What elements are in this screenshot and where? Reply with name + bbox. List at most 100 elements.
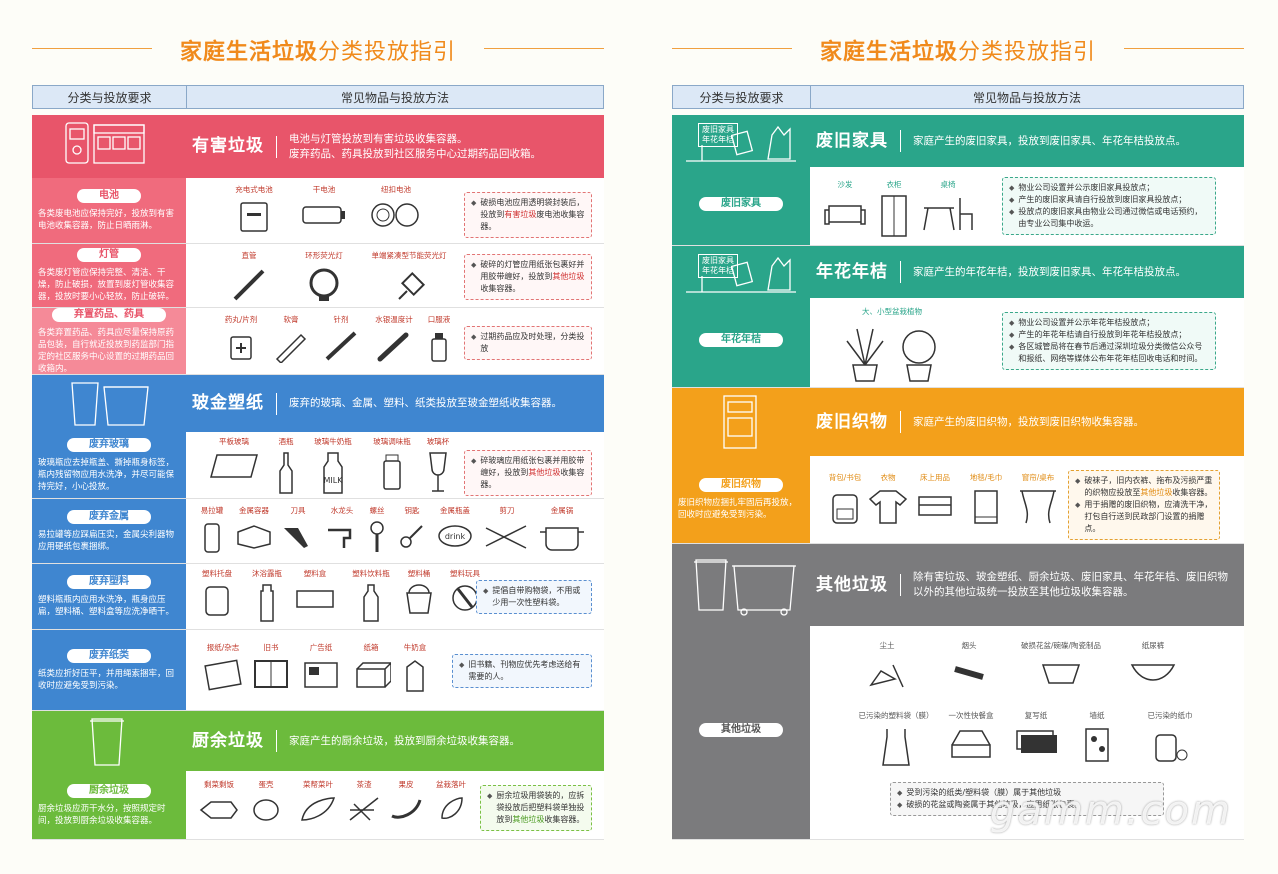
lamp-pill: 灯管	[77, 248, 141, 262]
flower-desc: 家庭产生的年花年桔，投放到废旧家具、年花年桔投放点。	[913, 265, 1186, 278]
item-knife: 刀具	[278, 505, 318, 554]
item-metal-pot: 金属锅	[534, 505, 590, 552]
textile-pill: 废旧织物	[699, 478, 783, 492]
item-cfl-lamp: 单端紧凑型节能荧光灯	[354, 250, 464, 305]
title-bold: 家庭生活垃圾	[179, 40, 318, 65]
medicine-pill: 弃置药品、药具	[52, 307, 166, 322]
item-tea-leaves: 茶渣	[344, 779, 384, 824]
svg-text:drink: drink	[445, 532, 466, 541]
title-line	[32, 48, 152, 49]
row-paper: 废弃纸类纸类应折好压平，并用绳索捆牢，回收时应避免受到污染。 报纸/杂志 旧书 …	[32, 630, 604, 711]
row-flower: 年花年桔 大、小型盆栽植物 物业公司设置并公示年花年桔投放点；产生的年花年桔请自…	[672, 298, 1244, 388]
item-diaper: 纸尿裤	[1128, 640, 1178, 689]
plastic-note: 提倡自带购物袋，不用或少用一次性塑料袋。	[476, 580, 592, 614]
item-wallpaper: 墙纸	[1072, 710, 1122, 765]
recyclable-desc: 废弃的玻璃、金属、塑料、纸类投放至玻金塑纸收集容器。	[289, 397, 562, 409]
other-notes: 受到污染的纸类/塑料袋（膜）属于其他垃圾破损的花盆或陶瓷属于其他垃圾，应用纸张包…	[890, 782, 1164, 816]
row-furniture: 废旧家具 沙发 衣柜 桌椅 物业公司设置并公示废旧家具投放点；产生的废旧家具请自…	[672, 167, 1244, 246]
metal-pill: 废弃金属	[67, 509, 151, 524]
flower-notes: 物业公司设置并公示年花年桔投放点；产生的年花年桔请自行投放到年花年桔投放点；各区…	[1002, 312, 1216, 370]
textile-desc: 家庭产生的废旧织物，投放到废旧织物收集容器。	[913, 415, 1144, 428]
item-broken-ceramics: 破损花盆/碗碟/陶瓷制品	[1006, 640, 1116, 689]
item-milk-carton: 牛奶盒	[390, 642, 440, 693]
title-line	[672, 48, 792, 49]
furniture-pill: 废旧家具	[699, 196, 783, 211]
item-leftovers: 剩菜剩饭	[194, 779, 244, 824]
hazard-title: 有害垃圾	[192, 136, 264, 156]
furniture-title: 废旧家具	[816, 130, 888, 151]
kitchen-pill: 厨余垃圾	[67, 783, 151, 798]
item-button-battery: 纽扣电池	[364, 184, 428, 231]
title-bold: 家庭生活垃圾	[819, 40, 958, 65]
item-cigarette-butt: 烟头	[944, 640, 994, 685]
textile-desc-row: 废旧织物应捆扎牢固后再投放，回收时应避免受到污染。	[678, 498, 798, 520]
section-flower: 废旧家具年花年桔 年花年桔 家庭产生的年花年桔，投放到废旧家具、年花年桔投放点。	[672, 246, 1244, 298]
item-eggshell: 蛋壳	[246, 779, 286, 824]
item-seasoning-bottle: 玻璃调味瓶	[362, 436, 422, 491]
section-other: 其他垃圾除有害垃圾、玻金塑纸、厨余垃圾、废旧家具、年花年桔、废旧织物以外的其他垃…	[672, 544, 1244, 626]
row-medicine: 弃置药品、药具各类弃置药品、药具应尽量保持原药品包装，自行就近投放到药监部门指定…	[32, 307, 604, 375]
item-clothes: 衣物	[868, 472, 908, 527]
row-metal: 废弃金属易拉罐等应踩扁压实，金属尖利器物应用硬纸包裹捆绑。 易拉罐 金属容器 刀…	[32, 499, 604, 564]
table-header: 分类与投放要求 常见物品与投放方法	[672, 85, 1244, 109]
plastic-desc: 塑料瓶瓶内应用水洗净，瓶身应压扁，塑料桶、塑料盒等应洗净晒干。	[38, 595, 175, 617]
recyclable-title: 玻金塑纸	[192, 393, 264, 413]
item-potted-leaves: 盆栽落叶	[426, 779, 476, 824]
item-backpack: 背包/书包	[820, 472, 870, 527]
textile-bin-icon	[672, 388, 810, 456]
textile-title: 废旧织物	[816, 411, 888, 432]
row-other: 其他垃圾 尘土 烟头 破损花盆/碗碟/陶瓷制品 纸尿裤 已污染的塑料袋（膜） 一…	[672, 626, 1244, 840]
item-oral-liquid: 口服液	[414, 314, 464, 363]
item-straight-tube: 直管	[214, 250, 284, 305]
item-ointment: 软膏	[266, 314, 316, 363]
metal-desc: 易拉罐等应踩扁压实，金属尖利器物应用硬纸包裹捆绑。	[38, 529, 175, 552]
paper-note: 旧书籍、刊物应优先考虑送给有需要的人。	[452, 654, 592, 688]
row-glass: 废弃玻璃玻璃瓶应去掉瓶盖、撕掉瓶身标签，瓶内残留物应用水洗净，并尽可能保持完好，…	[32, 432, 604, 499]
glass-note: 碎玻璃应用纸张包裹并用胶带缠好，投放到其他垃圾收集容器。	[464, 450, 592, 496]
item-flat-glass: 平板玻璃	[204, 436, 264, 481]
paper-desc: 纸类应折好压平，并用绳索捆牢，回收时应避免受到污染。	[38, 668, 175, 691]
battery-pill: 电池	[77, 189, 141, 203]
recyclable-bin-icon	[32, 375, 186, 432]
item-plastic-drink-bottle: 塑料饮料瓶	[338, 568, 404, 623]
furniture-desc: 家庭产生的废旧家具，投放到废旧家具、年花年桔投放点。	[913, 134, 1186, 147]
item-ring-lamp: 环形荧光灯	[284, 250, 364, 305]
title-rest: 分类投放指引	[958, 40, 1097, 65]
item-glass-cup: 玻璃杯	[418, 436, 458, 495]
kitchen-title: 厨余垃圾	[192, 730, 264, 751]
furniture-sign-icon: 废旧家具年花年桔	[672, 115, 810, 167]
hazard-desc-1: 电池与灯管投放到有害垃圾收集容器。	[289, 132, 468, 145]
row-battery: 电池各类废电池应保持完好，投放到有害电池收集容器，防止日晒雨淋。 充电式电池 干…	[32, 178, 604, 244]
other-desc-1: 除有害垃圾、玻金塑纸、厨余垃圾、废旧家具、年花年桔、废旧织物	[913, 571, 1228, 583]
section-furniture: 废旧家具年花年桔 废旧家具 家庭产生的废旧家具，投放到废旧家具、年花年桔投放点。	[672, 115, 1244, 167]
lamp-note: 破碎的灯管应用纸张包裹好并用胶带缠好，投放到其他垃圾收集容器。	[464, 254, 592, 300]
row-textile: 废旧织物废旧织物应捆扎牢固后再投放，回收时应避免受到污染。 背包/书包 衣物 床…	[672, 456, 1244, 544]
flower-sign-icon: 废旧家具年花年桔	[672, 246, 810, 298]
item-table-chair: 桌椅	[920, 179, 976, 234]
row-kitchen: 厨余垃圾厨余垃圾应沥干水分，按照规定时间，投放到厨余垃圾收集容器。 剩菜剩饭 蛋…	[32, 771, 604, 840]
item-screw: 螺丝	[362, 505, 392, 554]
paper-pill: 废弃纸类	[67, 648, 151, 663]
item-dry-battery: 干电池	[294, 184, 354, 229]
item-carbon-paper: 复写纸	[1006, 710, 1066, 757]
item-dirty-plastic-bag: 已污染的塑料袋（膜）	[848, 710, 944, 769]
page-title-right: 家庭生活垃圾分类投放指引	[672, 34, 1244, 65]
header-col-category: 分类与投放要求	[673, 86, 811, 108]
kitchen-desc: 家庭产生的厨余垃圾，投放到厨余垃圾收集容器。	[289, 734, 520, 747]
watermark: gamm.com	[990, 788, 1232, 834]
item-rechargeable-battery: 充电式电池	[224, 184, 284, 233]
item-fruit-peel: 果皮	[386, 779, 426, 824]
textile-notes: 破袜子，旧内衣裤、拖布及污损严重的织物应投放至其他垃圾收集容器。 用于捐赠的废旧…	[1068, 470, 1220, 540]
item-pills: 药丸/片剂	[216, 314, 266, 363]
medicine-desc: 各类弃置药品、药具应尽量保持原药品包装，自行就近投放到药监部门指定的社区服务中心…	[38, 327, 175, 374]
item-bedding: 床上用品	[910, 472, 960, 521]
item-ad-paper: 广告纸	[296, 642, 346, 691]
other-pill: 其他垃圾	[699, 723, 783, 737]
section-kitchen: 厨余垃圾 家庭产生的厨余垃圾，投放到厨余垃圾收集容器。	[32, 711, 604, 771]
item-injection: 针剂	[316, 314, 366, 363]
flower-title: 年花年桔	[816, 261, 888, 282]
section-recyclable: 玻金塑纸 废弃的玻璃、金属、塑料、纸类投放至玻金塑纸收集容器。	[32, 375, 604, 432]
item-potted-plants: 大、小型盆栽植物	[832, 306, 952, 385]
title-rest: 分类投放指引	[318, 40, 457, 65]
item-thermometer: 水银温度计	[364, 314, 424, 363]
